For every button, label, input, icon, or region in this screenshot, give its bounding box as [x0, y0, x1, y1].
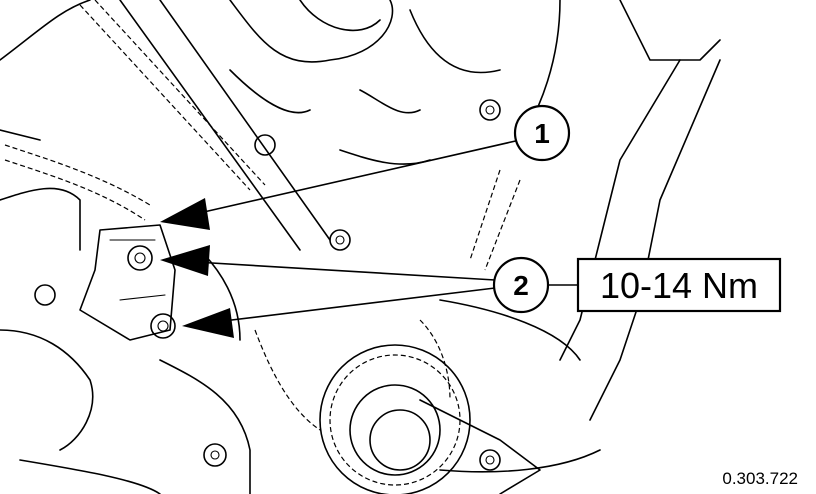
bolt-7	[254, 134, 276, 156]
torque-spec-box: 10-14 Nm	[576, 257, 782, 313]
bolt-4	[329, 229, 351, 251]
callout-1: 1	[513, 104, 571, 162]
bolt-3	[479, 99, 501, 121]
bolt-2	[150, 313, 176, 339]
bolt-1	[127, 245, 153, 271]
arrowhead-1	[160, 198, 210, 230]
arrowhead-2b	[182, 308, 234, 338]
bolt-8	[34, 284, 56, 306]
bolt-6	[479, 449, 501, 471]
arrowhead-2a	[160, 245, 210, 276]
callout-2-number: 2	[513, 270, 529, 301]
torque-spec-text: 10-14 Nm	[600, 265, 758, 306]
leader-line-2b	[214, 287, 496, 323]
callout-2: 2	[492, 256, 579, 314]
bolt-5	[203, 443, 227, 467]
figure-reference: 0.303.722	[722, 469, 798, 488]
chain-tensioner	[79, 224, 176, 341]
timing-chain	[4, 0, 521, 431]
leader-line-2a	[194, 261, 496, 281]
crankshaft-sprocket	[319, 344, 541, 494]
leader-line-1	[194, 139, 521, 215]
engine-housing	[0, 0, 721, 494]
callout-1-number: 1	[534, 118, 550, 149]
